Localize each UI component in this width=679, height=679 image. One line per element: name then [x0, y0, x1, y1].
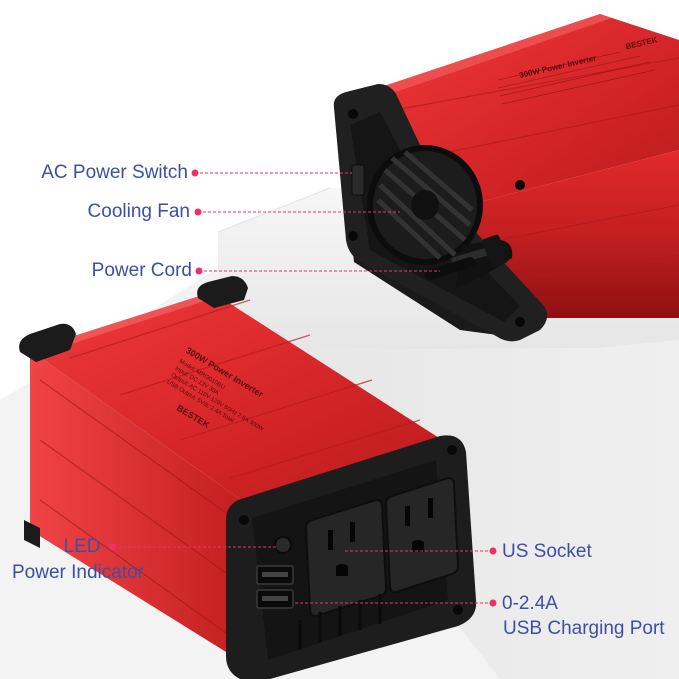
callout-power-indicator: Power Indicator — [12, 562, 145, 583]
callout-dot-icon — [194, 208, 202, 216]
callout-ac-power-switch: AC Power Switch — [41, 162, 188, 183]
callout-dot-icon — [489, 547, 497, 555]
callout-dot-icon — [489, 599, 497, 607]
callout-led: LED — [63, 536, 101, 557]
callout-cooling-fan: Cooling Fan — [87, 201, 190, 222]
callout-dot-icon — [195, 267, 203, 275]
power-switch-icon — [351, 164, 365, 196]
callout-dot-icon — [191, 169, 199, 177]
callout-dot-icon — [109, 543, 117, 551]
callout-power-cord: Power Cord — [91, 260, 192, 281]
cooling-fan-icon — [367, 145, 483, 265]
us-socket-icon — [304, 476, 460, 618]
callout-usb-charging-port: USB Charging Port — [503, 618, 665, 639]
callout-us-socket: US Socket — [502, 541, 592, 562]
led-indicator-icon — [274, 536, 292, 554]
callout-usb-amperage: 0-2.4A — [502, 593, 558, 614]
power-cord-icon — [425, 234, 513, 290]
usb-port-icon — [256, 565, 294, 609]
inverter-front-view — [19, 276, 477, 679]
inverter-rear-view — [333, 14, 679, 342]
callout-leaders — [109, 169, 497, 607]
